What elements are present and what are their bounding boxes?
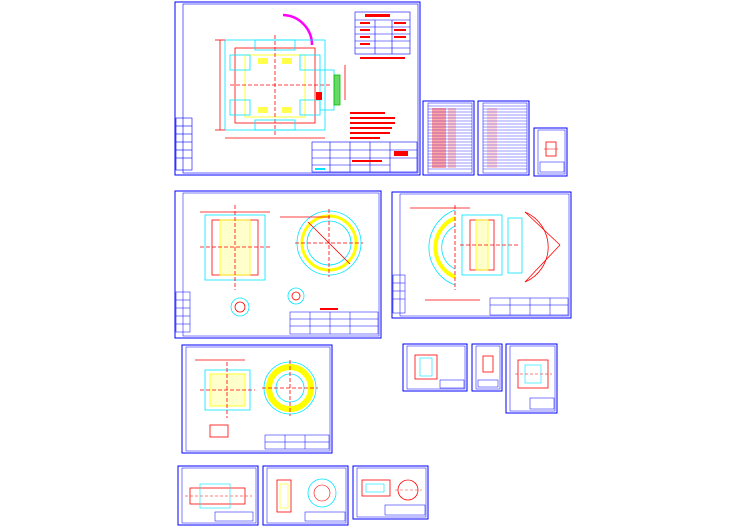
sheet-shaft-part-2	[262, 465, 349, 526]
sheet-parts-list-2	[477, 100, 530, 176]
sheet-housing-part	[352, 465, 429, 520]
title-block	[311, 141, 418, 173]
sheet-small-part-2	[402, 343, 468, 392]
notes-block	[350, 112, 395, 139]
sheet-parts-list-1	[422, 100, 475, 176]
sheet-disc-part	[181, 344, 333, 454]
revision-block	[175, 117, 193, 171]
sheet-small-part-1	[533, 127, 568, 177]
sheet-ring-gear-part	[391, 191, 572, 319]
sheet-small-part-4	[505, 343, 558, 414]
assembly-view	[215, 13, 346, 139]
sheet-assembly-main	[174, 1, 421, 176]
sheet-small-part-3	[471, 343, 503, 392]
spec-table	[354, 11, 411, 59]
sheet-flange-part	[174, 190, 382, 339]
sheet-shaft-part-1	[177, 465, 259, 526]
